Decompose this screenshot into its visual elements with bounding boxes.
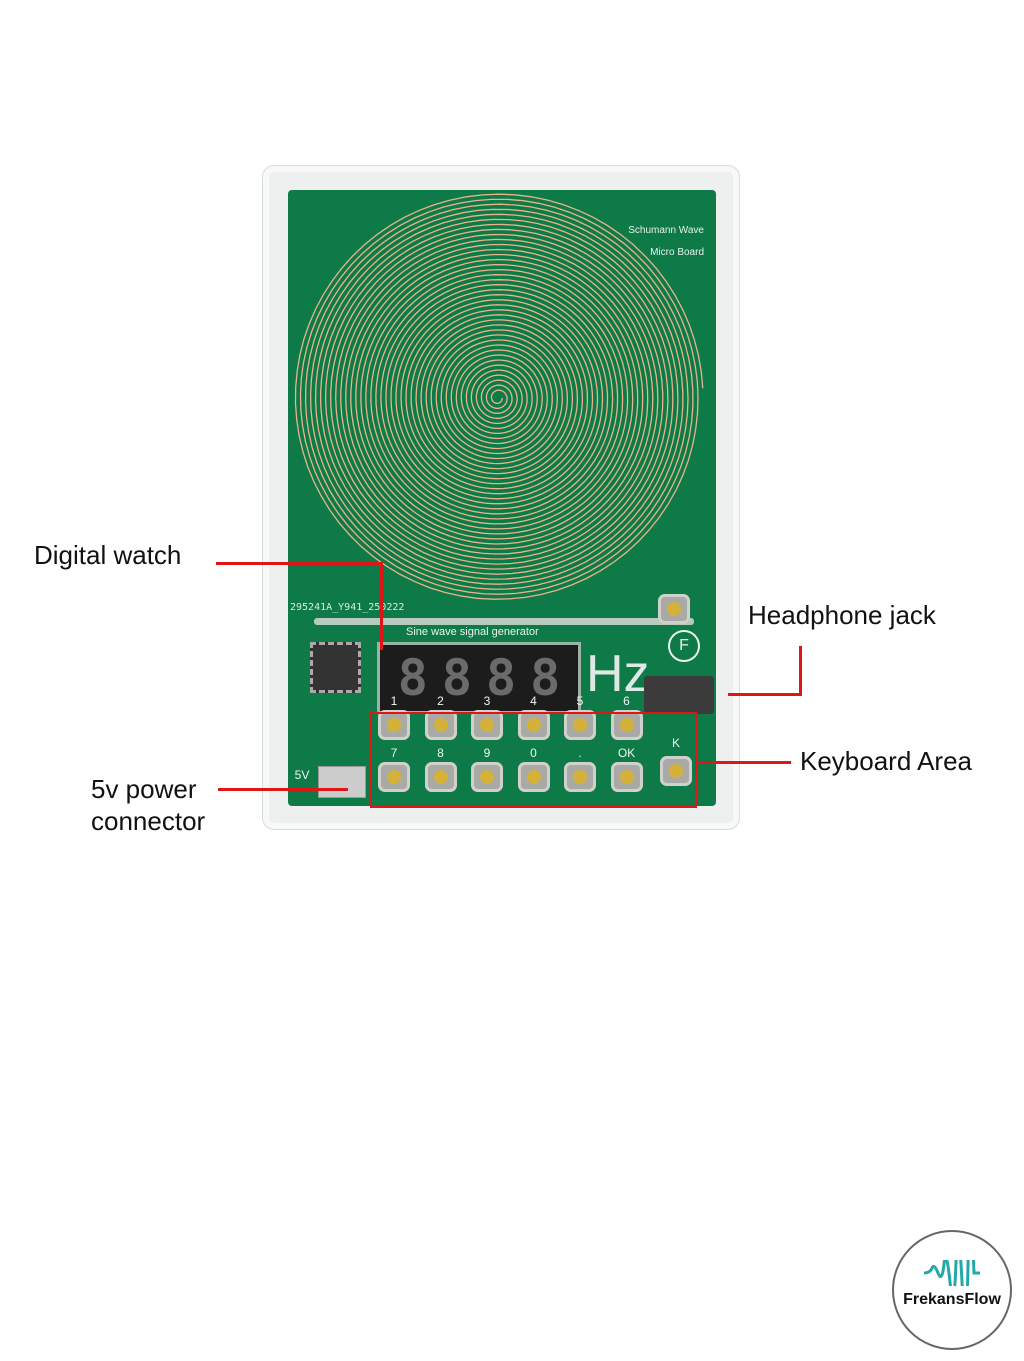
keypad-key[interactable] bbox=[424, 710, 457, 740]
function-key[interactable] bbox=[658, 594, 690, 624]
callout-line bbox=[799, 646, 802, 696]
wave-icon bbox=[923, 1260, 980, 1286]
key-label: 5 bbox=[576, 694, 584, 708]
callout-headphone-jack: Headphone jack bbox=[748, 600, 936, 630]
key-label: 0 bbox=[530, 746, 537, 760]
key-label: 1 bbox=[390, 694, 398, 708]
serial-number: 295241A_Y941_250222 bbox=[290, 602, 405, 613]
display-digit: 8 bbox=[530, 649, 561, 707]
seven-segment-display: 8 8 8 8 bbox=[377, 642, 581, 714]
unit-label: Hz bbox=[586, 645, 650, 703]
power-label: 5V bbox=[294, 768, 310, 782]
keypad-key[interactable] bbox=[471, 762, 503, 792]
key-label-k: K bbox=[671, 736, 680, 750]
brand-line-2: Micro Board bbox=[650, 247, 704, 258]
logo-text: FrekansFlow bbox=[903, 1291, 1001, 1308]
key-label: 7 bbox=[390, 746, 398, 760]
keypad-key[interactable] bbox=[378, 710, 410, 740]
spiral-trace bbox=[294, 193, 704, 600]
microcontroller-chip bbox=[310, 642, 361, 693]
display-digit: 8 bbox=[441, 649, 472, 707]
key-label: 9 bbox=[483, 746, 491, 760]
key-label: OK bbox=[617, 746, 636, 760]
keypad-key[interactable] bbox=[564, 762, 596, 792]
brand-line-1: Schumann Wave bbox=[628, 225, 704, 236]
key-label: 3 bbox=[483, 694, 491, 708]
spiral-coil bbox=[294, 193, 704, 600]
keyboard-highlight-box bbox=[370, 712, 697, 808]
keypad-key[interactable] bbox=[610, 762, 643, 792]
keypad-key[interactable] bbox=[378, 762, 410, 792]
callout-power-line2: connector bbox=[91, 806, 206, 836]
key-label: 2 bbox=[437, 694, 444, 708]
callout-keyboard-area: Keyboard Area bbox=[800, 746, 973, 776]
headphone-jack bbox=[644, 676, 714, 714]
pcb-board: Schumann Wave Micro Board 295241A_Y941_2… bbox=[288, 190, 716, 806]
frekansflow-logo: FrekansFlow bbox=[892, 1230, 1012, 1350]
keypad-key[interactable] bbox=[564, 710, 596, 740]
callout-line bbox=[216, 562, 382, 565]
keypad-key[interactable] bbox=[517, 710, 550, 740]
callout-power-line1: 5v power bbox=[91, 774, 197, 804]
fn-logo-icon: F bbox=[668, 630, 700, 662]
key-k[interactable] bbox=[660, 756, 692, 786]
board-subtitle: Sine wave signal generator bbox=[406, 626, 539, 638]
key-label: 6 bbox=[623, 694, 630, 708]
silkscreen-bar bbox=[314, 618, 694, 625]
callout-line bbox=[728, 693, 802, 696]
keypad-key[interactable] bbox=[610, 710, 643, 740]
keypad-key[interactable] bbox=[424, 762, 457, 792]
display-digit: 8 bbox=[397, 649, 428, 707]
callout-line bbox=[218, 788, 348, 791]
key-label: 8 bbox=[437, 746, 444, 760]
usb-power-port bbox=[318, 766, 366, 798]
callout-line bbox=[695, 761, 791, 764]
callout-digital-watch: Digital watch bbox=[34, 540, 182, 570]
key-label: 4 bbox=[530, 694, 537, 708]
keypad-key[interactable] bbox=[517, 762, 550, 792]
key-label: . bbox=[578, 746, 582, 760]
display-digit: 8 bbox=[486, 649, 517, 707]
keypad-key[interactable] bbox=[471, 710, 503, 740]
callout-line bbox=[380, 562, 383, 650]
